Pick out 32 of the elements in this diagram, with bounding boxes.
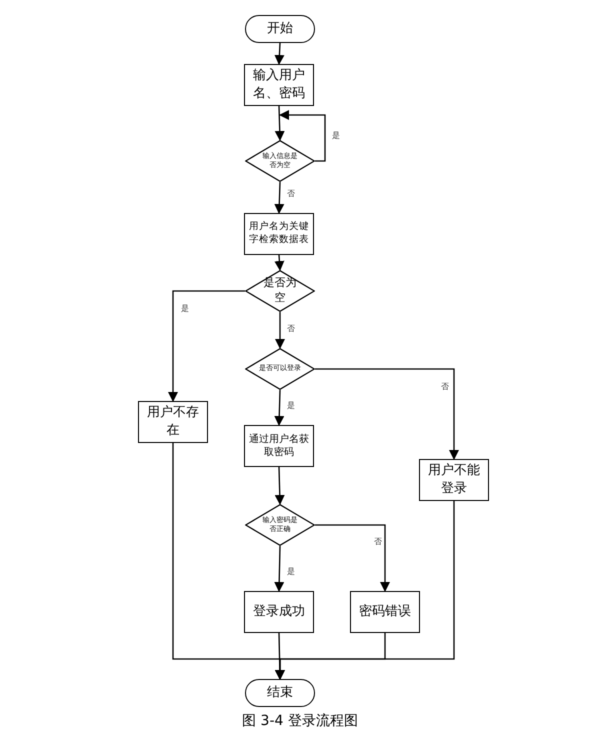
process-box: 登录成功 bbox=[244, 591, 314, 633]
arrow bbox=[274, 390, 284, 426]
process-box: 用户不能登录 bbox=[419, 459, 489, 501]
arrow bbox=[315, 524, 390, 592]
edge-label: 是 bbox=[286, 400, 296, 411]
arrow bbox=[274, 182, 284, 214]
edge-label: 否 bbox=[440, 381, 450, 392]
terminal-shape: 开始 bbox=[245, 15, 315, 43]
process-box: 用户不存在 bbox=[138, 401, 208, 443]
arrow bbox=[275, 501, 455, 680]
process-box: 密码错误 bbox=[350, 591, 420, 633]
edge-label: 否 bbox=[373, 536, 383, 547]
arrow bbox=[275, 312, 285, 349]
figure-caption: 图 3-4 登录流程图 bbox=[241, 712, 359, 730]
edge-label: 否 bbox=[286, 188, 296, 199]
arrow bbox=[274, 106, 285, 141]
arrow bbox=[274, 466, 285, 505]
arrow bbox=[274, 42, 284, 65]
process-box: 用户名为关键字检索数据表 bbox=[244, 213, 314, 255]
edge-label: 是 bbox=[180, 303, 190, 314]
edge-label: 否 bbox=[286, 323, 296, 334]
terminal-shape: 结束 bbox=[245, 679, 315, 707]
process-box: 输入用户名、密码 bbox=[244, 64, 314, 106]
edge-label: 是 bbox=[286, 566, 296, 577]
arrow bbox=[168, 290, 245, 402]
arrow bbox=[315, 368, 459, 460]
edge-label: 是 bbox=[331, 130, 341, 141]
arrow bbox=[274, 546, 284, 592]
arrow bbox=[279, 110, 326, 162]
process-box: 通过用户名获取密码 bbox=[244, 425, 314, 467]
arrow bbox=[274, 254, 284, 271]
decision-diamond: 是否为空 bbox=[245, 270, 315, 312]
